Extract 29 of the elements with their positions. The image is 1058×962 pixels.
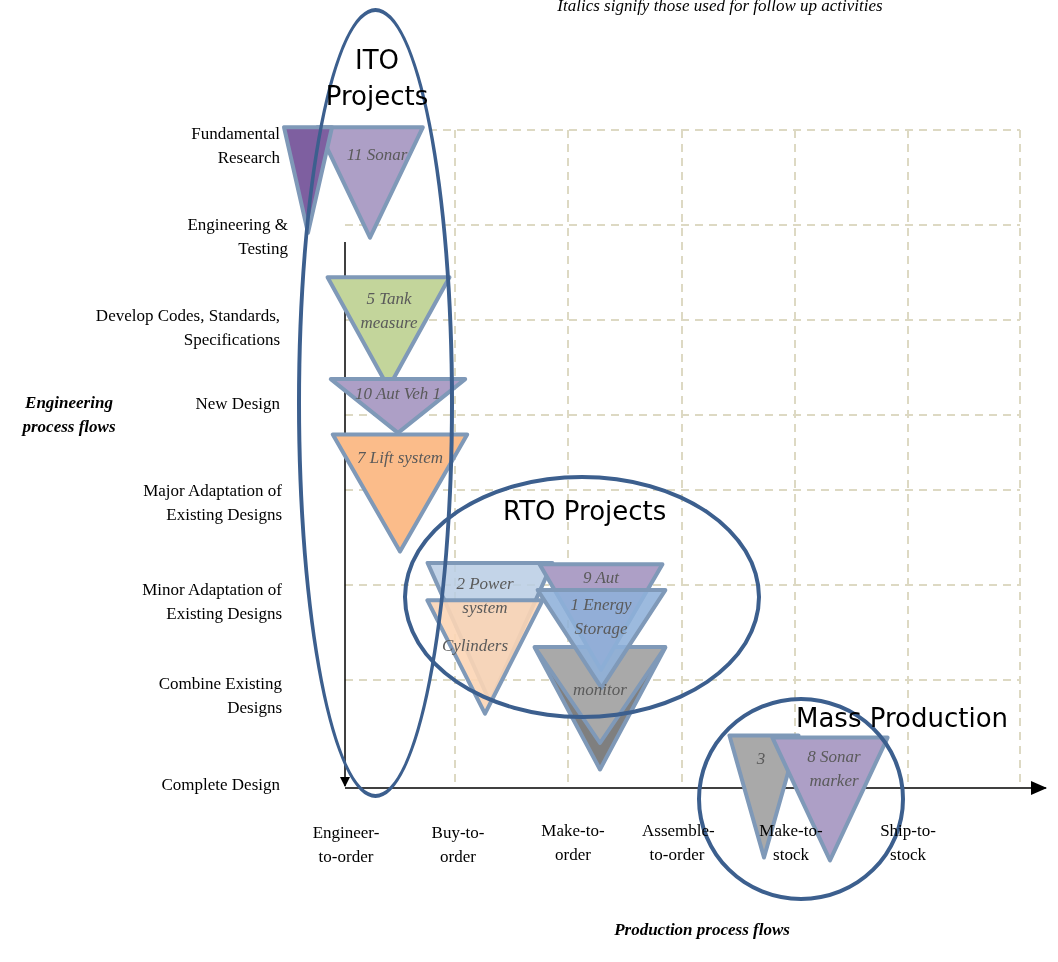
triangle-marker bbox=[532, 645, 668, 745]
project-label: 9 Aut bbox=[581, 567, 621, 589]
project-label: monitor bbox=[572, 679, 628, 701]
project-label: 2 Power system bbox=[455, 573, 515, 619]
axis-category-label: Complete Design bbox=[160, 774, 280, 796]
project-label: 10 Aut Veh 1 bbox=[353, 383, 443, 405]
axis-category-label: Fundamental Research bbox=[190, 123, 280, 169]
project-label: 1 Energy Storage bbox=[569, 594, 633, 640]
project-label: 11 Sonar bbox=[345, 144, 409, 166]
axis-category-label: Make-to-stock bbox=[758, 820, 824, 866]
axis-category-label: Engineering & Testing bbox=[186, 214, 288, 260]
group-title: RTO Projects bbox=[503, 495, 663, 528]
axis-category-label: New Design bbox=[194, 393, 280, 415]
axis-title: Production process flows bbox=[613, 919, 791, 941]
project-label: 7 Lift system bbox=[356, 447, 444, 469]
axis-category-label: Buy-to-order bbox=[430, 822, 486, 868]
axis-category-label: Make-to-order bbox=[540, 820, 606, 866]
project-label: 3 bbox=[755, 748, 767, 770]
axis-category-label: Engineer-to-order bbox=[311, 822, 381, 868]
triangle-marker bbox=[330, 432, 470, 554]
triangle-marker bbox=[425, 598, 545, 716]
axis-title: Engineering process flows bbox=[20, 392, 117, 438]
group-title: Mass Production bbox=[794, 702, 1010, 735]
axis-category-label: Major Adaptation of Existing Designs bbox=[142, 480, 282, 526]
project-label: 8 Sonar marker bbox=[806, 746, 862, 792]
project-label: 5 Tank measure bbox=[359, 288, 419, 334]
axis-category-label: Develop Codes, Standards, Specifications bbox=[94, 305, 280, 351]
axis-category-label: Minor Adaptation of Existing Designs bbox=[141, 579, 282, 625]
axis-category-label: Combine Existing Designs bbox=[157, 673, 282, 719]
